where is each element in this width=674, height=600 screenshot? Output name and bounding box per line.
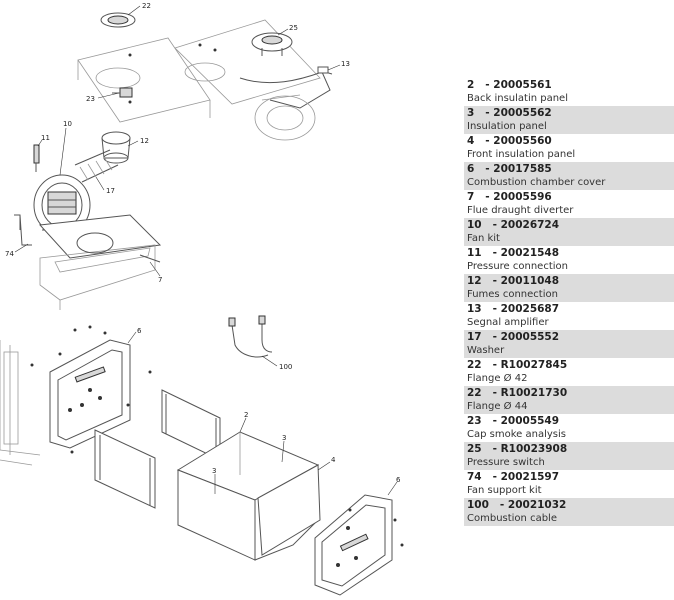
part-description: Fan kit <box>467 233 500 244</box>
part-code: 22 - R10021730 <box>467 387 568 399</box>
part-code: 22 - R10027845 <box>467 359 568 371</box>
part-description: Front insulation panel <box>467 149 576 160</box>
part-code: 10 - 20026724 <box>467 219 560 231</box>
part-description: Segnal amplifier <box>467 317 549 328</box>
part-code: 12 - 20011048 <box>467 275 560 287</box>
cap-23-part <box>112 87 133 98</box>
side-panel-left <box>94 429 156 509</box>
part-code: 23 - 20005549 <box>467 415 560 427</box>
pressure-switch-25-part <box>251 32 293 56</box>
flue-diverter-7-part <box>38 214 162 310</box>
part-description: Flange Ø 42 <box>467 373 528 384</box>
fan-kit-10-part <box>33 174 91 236</box>
callout-10: 10 <box>63 120 72 128</box>
part-description: Cap smoke analysis <box>467 429 566 440</box>
part-code: 7 - 20005596 <box>467 191 552 203</box>
part-description: Washer <box>467 345 505 356</box>
exploded-view-diagram: 22 25 13 10 11 12 23 17 74 7 6 100 2 3 3… <box>0 2 404 596</box>
part-code: 100 - 20021032 <box>467 499 567 511</box>
combustion-chamber-cover-6-part <box>49 339 131 449</box>
combustion-chamber-cover-6-right <box>314 494 393 596</box>
callout-3-right: 3 <box>282 434 286 442</box>
part-code: 6 - 20017585 <box>467 163 552 175</box>
front-insulation-panel-4 <box>257 464 321 556</box>
fumes-connection-12-part <box>101 131 131 164</box>
callout-2: 2 <box>244 411 248 419</box>
callout-11: 11 <box>41 134 50 142</box>
callout-6-left: 6 <box>137 327 142 335</box>
frame-ghost <box>0 340 41 466</box>
part-description: Pressure switch <box>467 457 545 468</box>
pressure-connection-11-part <box>33 144 40 172</box>
top-cover-plate <box>77 19 321 123</box>
callout-4: 4 <box>331 456 336 464</box>
part-description: Flue draught diverter <box>467 205 574 216</box>
callout-6-right: 6 <box>396 476 401 484</box>
callout-17: 17 <box>106 187 115 195</box>
callout-3-left: 3 <box>212 467 216 475</box>
part-description: Back insulatin panel <box>467 93 568 104</box>
part-code: 3 - 20005562 <box>467 107 552 119</box>
part-code: 74 - 20021597 <box>467 471 560 483</box>
part-description: Flange Ø 44 <box>467 401 528 412</box>
callout-12: 12 <box>140 137 149 145</box>
part-code: 4 - 20005560 <box>467 135 552 147</box>
part-description: Fumes connection <box>467 289 558 300</box>
fan-ghost <box>254 94 316 141</box>
washer-17-part <box>74 149 119 183</box>
screws <box>30 325 404 547</box>
flange-22-part <box>100 12 136 28</box>
combustion-cable-100-part <box>228 315 273 358</box>
part-code: 11 - 20021548 <box>467 247 560 259</box>
part-description: Combustion chamber cover <box>467 177 606 188</box>
part-description: Insulation panel <box>467 121 547 132</box>
callout-22-top: 22 <box>142 2 151 10</box>
callout-25: 25 <box>289 24 298 32</box>
part-code: 25 - R10023908 <box>467 443 568 455</box>
part-code: 13 - 20025687 <box>467 303 560 315</box>
part-description: Combustion cable <box>467 513 557 524</box>
callout-7: 7 <box>158 276 162 284</box>
part-description: Fan support kit <box>467 485 542 496</box>
callout-100: 100 <box>279 363 292 371</box>
callout-74: 74 <box>5 250 14 258</box>
fan-support-74-part <box>14 214 32 246</box>
part-code: 17 - 20005552 <box>467 331 560 343</box>
part-description: Pressure connection <box>467 261 568 272</box>
part-code: 2 - 20005561 <box>467 79 552 91</box>
callout-13: 13 <box>341 60 350 68</box>
callout-23: 23 <box>86 95 95 103</box>
